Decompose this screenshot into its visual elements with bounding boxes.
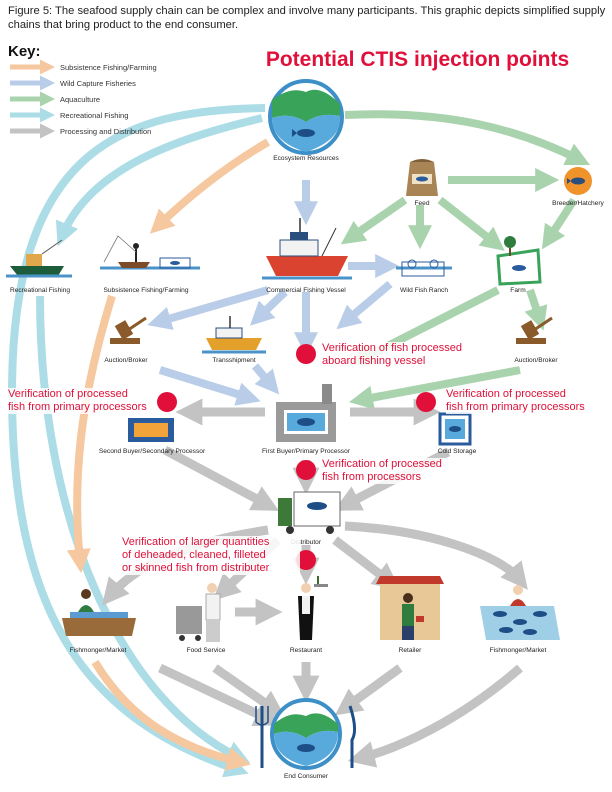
arrow-feed-to-farm xyxy=(437,196,505,251)
breeder-hatchery-icon xyxy=(564,167,592,195)
label-ecosystem: Ecosystem Resources xyxy=(273,155,339,162)
arrow-second-buyer-to-distributor xyxy=(162,446,280,511)
label-auction-right: Auction/Broker xyxy=(514,357,558,364)
key-label-recreational: Recreational Fishing xyxy=(60,111,129,120)
injection-label-line: Verification of processed xyxy=(8,388,128,400)
label-farm: Farm xyxy=(510,287,526,294)
auction-gavel-left-icon xyxy=(110,316,147,344)
label-distributor: Distributor xyxy=(290,539,322,546)
arrow-feed-to-vessel xyxy=(340,196,408,245)
commercial-vessel-icon xyxy=(262,218,352,280)
arrow-ecosystem-to-subsistence xyxy=(149,138,271,234)
label-auction-left: Auction/Broker xyxy=(104,357,148,364)
injection-label-vessel: Verification of fish processed aboard fi… xyxy=(322,342,472,368)
distributor-truck-icon xyxy=(278,491,341,534)
injection-label-line: fish from primary processors xyxy=(8,401,147,413)
arrow-fishmonger-to-end-consumer xyxy=(91,659,251,771)
arrow-distributor-to-retailer xyxy=(332,536,401,590)
label-breeder: Breeder/Hatchery xyxy=(552,200,604,207)
label-wild-ranch: Wild Fish Ranch xyxy=(399,287,449,294)
arrow-distributor-to-fishmonger-right xyxy=(344,521,528,590)
figure-caption: Figure 5: The seafood supply chain can b… xyxy=(8,5,606,31)
label-commercial: Commercial Fishing Vessel xyxy=(266,287,346,294)
injection-label-line: Verification of processed xyxy=(446,388,566,400)
arrow-food-service-to-end-consumer xyxy=(212,664,286,718)
label-restaurant: Restaurant xyxy=(289,647,323,654)
arrow-breeder-to-farm xyxy=(541,197,578,250)
injection-dot-primary-right xyxy=(416,392,436,412)
arrow-recreational-to-end-consumer xyxy=(36,295,251,764)
arrow-retailer-to-end-consumer xyxy=(334,664,403,716)
first-buyer-factory-icon xyxy=(276,384,336,442)
label-fishmonger-left: Fishmonger/Market xyxy=(69,647,127,654)
injection-label-line: fish from primary processors xyxy=(446,401,585,413)
restaurant-waiter-icon xyxy=(298,576,328,640)
label-feed: Feed xyxy=(414,200,430,207)
injection-label-line: or skinned fish from distributer xyxy=(122,562,270,574)
label-retailer: Retailer xyxy=(398,647,422,654)
key-label-aquaculture: Aquaculture xyxy=(60,95,101,104)
farm-pond-icon xyxy=(496,236,542,286)
end-consumer-plate-icon xyxy=(255,698,357,770)
injection-label-line: of deheaded, cleaned, filleted xyxy=(122,549,266,561)
ecosystem-globe-icon xyxy=(268,79,344,155)
injection-label-distributor: Verification of larger quantities of deh… xyxy=(122,536,300,575)
arrow-vessel-to-auction xyxy=(147,286,270,330)
injection-label-line: fish from processors xyxy=(322,471,422,483)
label-food-service: Food Service xyxy=(186,647,226,654)
second-buyer-processor-icon xyxy=(128,418,174,442)
arrow-transshipment-to-first-buyer xyxy=(251,363,280,395)
subsistence-fisher-icon xyxy=(100,235,200,270)
arrow-farm-to-auction xyxy=(524,288,548,331)
auction-gavel-right-icon xyxy=(516,316,553,344)
injection-label-line: Verification of fish processed xyxy=(322,342,463,354)
food-service-icon xyxy=(176,583,221,642)
label-end-consumer: End Consumer xyxy=(284,773,328,780)
fishmonger-right-icon xyxy=(480,585,560,640)
key-title: Key: xyxy=(8,43,41,60)
arrow-auction-to-first-buyer xyxy=(348,366,521,410)
arrow-fishmonger-right-to-end-consumer xyxy=(347,664,523,768)
cold-storage-icon xyxy=(438,412,472,446)
arrow-auction-to-first-buyer xyxy=(158,366,261,406)
injection-dot-primary-left xyxy=(157,392,177,412)
injection-label-primary-left: Verification of processed fish from prim… xyxy=(8,388,156,414)
label-first-buyer: First Buyer/Primary Processor xyxy=(262,448,350,455)
arrow-vessel-to-transshipment xyxy=(249,289,288,326)
recreational-boat-icon xyxy=(6,239,72,278)
label-subsistence: Subsistence Fishing/Farming xyxy=(103,287,189,294)
label-transshipment: Transshipment xyxy=(212,357,256,364)
injection-dot-distributor xyxy=(296,550,316,570)
key-label-processing: Processing and Distribution xyxy=(60,127,152,136)
arrow-ecosystem-to-breeder xyxy=(344,110,591,166)
arrow-ranch-to-vessel-path xyxy=(336,280,393,330)
injection-dot-vessel xyxy=(296,344,316,364)
injection-label-primary-right: Verification of processed fish from prim… xyxy=(446,388,596,414)
label-second-buyer: Second Buyer/Secondary Processor xyxy=(98,448,206,455)
retailer-shop-icon xyxy=(376,576,444,640)
label-recreational: Recreational Fishing xyxy=(9,287,71,294)
fishmonger-left-icon xyxy=(62,589,136,636)
injection-label-line: Verification of processed xyxy=(322,458,442,470)
injection-label-line: aboard fishing vessel xyxy=(322,355,426,367)
arrow-subsistence-to-fishmonger xyxy=(66,294,116,574)
label-fishmonger-right: Fishmonger/Market xyxy=(489,647,547,654)
transshipment-vessel-icon xyxy=(202,316,266,354)
injection-label-processors: Verification of processed fish from proc… xyxy=(322,458,462,484)
arrow-fishmonger-to-end-consumer-grey xyxy=(158,663,282,727)
key-label-wild-capture: Wild Capture Fisheries xyxy=(60,79,136,88)
injection-dot-processors xyxy=(296,460,316,480)
diagram-title: Potential CTIS injection points xyxy=(265,48,570,71)
label-cold-storage: Cold Storage xyxy=(437,448,477,455)
wild-fish-ranch-icon xyxy=(396,259,452,277)
feed-bag-icon xyxy=(406,159,438,196)
arrow-ecosystem-to-recreational xyxy=(55,114,263,247)
injection-label-line: Verification of larger quantities xyxy=(122,536,270,548)
key-label-subsistence: Subsistence Fishing/Farming xyxy=(60,63,157,72)
